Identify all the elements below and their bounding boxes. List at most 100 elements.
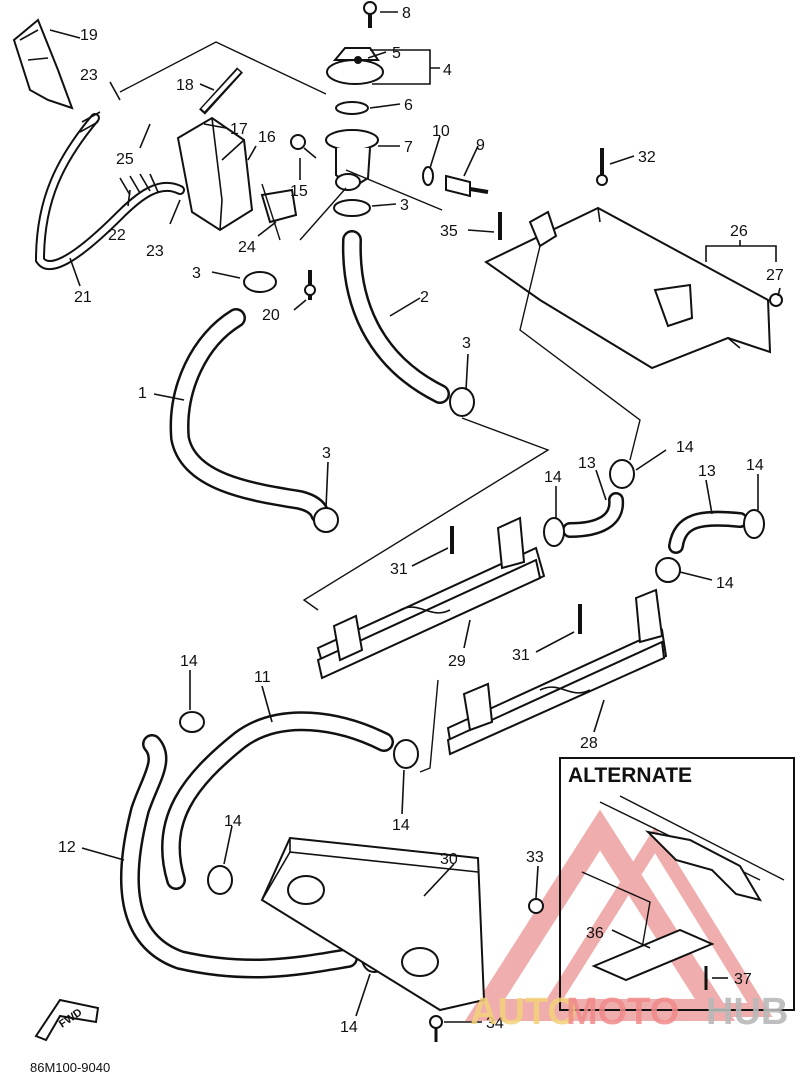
radiator-top-26 — [484, 206, 772, 370]
bolt-34 — [429, 1015, 443, 1042]
alternate-inset: ALTERNATE 36 37 — [559, 757, 795, 1011]
callout-8: 8 — [402, 5, 411, 22]
overflow-hose-21 — [34, 111, 185, 271]
callout-7: 7 — [404, 139, 413, 156]
clamp-14-c — [743, 509, 765, 539]
callout-4: 4 — [443, 62, 452, 79]
callout-5: 5 — [392, 45, 401, 62]
callout-31-lower: 31 — [512, 647, 530, 664]
callout-36: 36 — [586, 925, 604, 942]
callout-32: 32 — [638, 149, 656, 166]
callout-2: 2 — [420, 289, 429, 306]
callout-37: 37 — [734, 971, 752, 988]
temp-sensor-9 — [445, 174, 489, 198]
bolt-20 — [304, 270, 316, 300]
clamp-3-left — [243, 271, 277, 293]
clamp-3-mid — [449, 387, 475, 417]
front-arrow-icon — [34, 998, 100, 1042]
clamp-14-f — [393, 739, 419, 769]
hose-13-right — [668, 510, 748, 554]
callout-29: 29 — [448, 653, 466, 670]
callout-17: 17 — [230, 121, 248, 138]
callout-1: 1 — [138, 385, 147, 402]
callout-24: 24 — [238, 239, 256, 256]
washer-10 — [422, 166, 434, 186]
bolt-8 — [363, 1, 377, 28]
callout-31-upper: 31 — [390, 561, 408, 578]
watermark-part3: HUB — [706, 991, 788, 1033]
watermark-part2: MOTO — [566, 991, 679, 1033]
hose-1 — [169, 308, 330, 524]
callout-14-b: 14 — [676, 439, 694, 456]
callout-3-left: 3 — [192, 265, 201, 282]
radiator-29 — [316, 516, 546, 680]
callout-14-g: 14 — [224, 813, 242, 830]
callout-20: 20 — [262, 307, 280, 324]
callout-14-f: 14 — [392, 817, 410, 834]
clamp-14-b — [543, 517, 565, 547]
callout-14-d: 14 — [716, 575, 734, 592]
filler-neck-7 — [325, 129, 379, 191]
hose-11 — [161, 711, 394, 890]
bolt-33 — [528, 898, 544, 914]
callout-14-e: 14 — [180, 653, 198, 670]
callout-18: 18 — [176, 77, 194, 94]
radiator-28 — [446, 588, 668, 756]
callout-3-filler: 3 — [400, 197, 409, 214]
callout-10: 10 — [432, 123, 450, 140]
pipe-18 — [199, 67, 243, 115]
reservoir-tank-16 — [176, 116, 254, 232]
callout-12: 12 — [58, 839, 76, 856]
callout-11: 11 — [254, 669, 271, 686]
clamp-3-top — [333, 199, 371, 217]
callout-28: 28 — [580, 735, 598, 752]
hose-13-left — [562, 492, 625, 538]
callout-13-right: 13 — [698, 463, 716, 480]
callout-13-left: 13 — [578, 455, 596, 472]
watermark-text: AUTO MOTO HUB — [470, 991, 788, 1033]
callout-14-h: 14 — [340, 1019, 358, 1036]
clamp-3-lower — [313, 507, 339, 533]
callout-34: 34 — [486, 1015, 504, 1032]
bracket-19 — [12, 18, 74, 110]
callout-19: 19 — [80, 27, 98, 44]
callout-6: 6 — [404, 97, 413, 114]
bolt-15 — [290, 134, 317, 159]
callout-25: 25 — [116, 151, 134, 168]
callout-15: 15 — [290, 183, 308, 200]
callout-35: 35 — [440, 223, 458, 240]
callout-27: 27 — [766, 267, 784, 284]
nut-27 — [769, 293, 783, 307]
callout-23-top: 23 — [80, 67, 98, 84]
callout-21: 21 — [74, 289, 92, 306]
callout-16: 16 — [258, 129, 276, 146]
callout-14-a: 14 — [544, 469, 562, 486]
callout-23-bottom: 23 — [146, 243, 164, 260]
bolt-32 — [596, 148, 608, 186]
callout-26: 26 — [730, 223, 748, 240]
callout-labels: 8 5 4 6 7 10 9 3 32 35 26 27 19 23 18 17… — [58, 5, 784, 1036]
clamp-14-d — [655, 557, 681, 583]
alternate-title: ALTERNATE — [568, 764, 692, 787]
o-ring-6 — [335, 101, 369, 115]
callout-30: 30 — [440, 851, 458, 868]
hose-2 — [341, 230, 450, 404]
hose-12 — [119, 734, 358, 979]
bracket-24 — [260, 188, 298, 224]
guide-lines — [119, 41, 641, 773]
radiator-cap-5 — [326, 47, 384, 85]
clamp-14-g — [207, 865, 233, 895]
leader-lines — [49, 11, 781, 1023]
callout-14-c: 14 — [746, 457, 764, 474]
clamp-14-e — [179, 711, 205, 733]
callout-22: 22 — [108, 227, 126, 244]
drawing-code: 86M100-9040 — [30, 1060, 110, 1075]
callout-3-mid: 3 — [462, 335, 471, 352]
callout-3-lower: 3 — [322, 445, 331, 462]
callout-33: 33 — [526, 849, 544, 866]
radiator-30 — [260, 836, 486, 1012]
callout-9: 9 — [476, 137, 485, 154]
watermark-part1: AUTO — [470, 991, 577, 1033]
clamp-14-a — [609, 459, 635, 489]
